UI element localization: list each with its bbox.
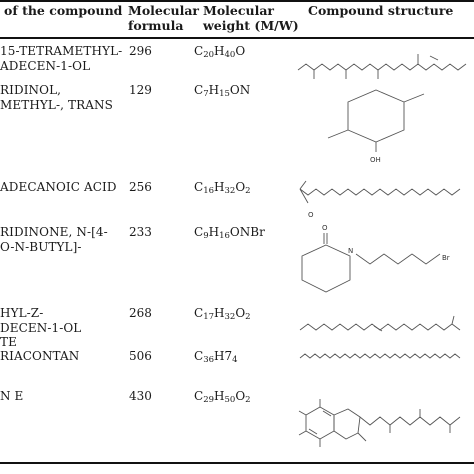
table-row-name: RIDINOL,METHYL-, TRANS	[0, 83, 113, 112]
table-row-mw: 268	[129, 306, 152, 320]
structure-row-7	[298, 399, 461, 447]
table-row-formula: C17H32O2	[194, 306, 251, 322]
table-row-mw: 296	[129, 44, 152, 58]
table-row-formula: C20H40O	[194, 44, 246, 60]
header-compound-name: of the compound	[4, 3, 123, 18]
svg-text:O: O	[322, 224, 328, 232]
table-header-rule	[0, 37, 474, 39]
table-row-mw: 129	[129, 83, 152, 97]
table-row-name: 15-TETRAMETHYL-ADECEN-1-OL	[0, 44, 123, 73]
table-row-formula: C29H50O2	[194, 389, 251, 405]
structure-row-1	[297, 54, 467, 79]
structure-row-4: O N Br	[301, 224, 450, 293]
table-top-rule	[0, 0, 474, 2]
table-row-formula: C36H74	[194, 349, 238, 365]
structure-row-6	[299, 353, 461, 359]
table-bottom-rule	[0, 462, 474, 464]
table-row-formula: C7H15ON	[194, 83, 251, 99]
table-row-name: RIACONTAN	[0, 349, 80, 363]
table-row-mw: 256	[129, 180, 152, 194]
svg-text:OH: OH	[370, 156, 381, 164]
svg-text:N: N	[348, 247, 353, 255]
table-row-formula: C9H16ONBr	[194, 225, 265, 241]
structure-row-2: OH	[327, 89, 425, 164]
table-row-mw: 233	[129, 225, 152, 239]
table-row-mw: 506	[129, 349, 152, 363]
table-row-formula: C16H32O2	[194, 180, 251, 196]
structure-row-5	[299, 315, 461, 332]
table-row-name: RIDINONE, N-[4-O-N-BUTYL]-	[0, 225, 108, 254]
table-row-mw: 430	[129, 389, 152, 403]
table-row-name: ADECANOIC ACID	[0, 180, 117, 194]
svg-text:O: O	[308, 211, 314, 219]
header-compound-structure: Compound structure	[308, 3, 454, 18]
svg-text:Br: Br	[442, 254, 450, 262]
structure-row-3: O	[299, 180, 461, 219]
table-row-name: N E	[0, 389, 24, 403]
